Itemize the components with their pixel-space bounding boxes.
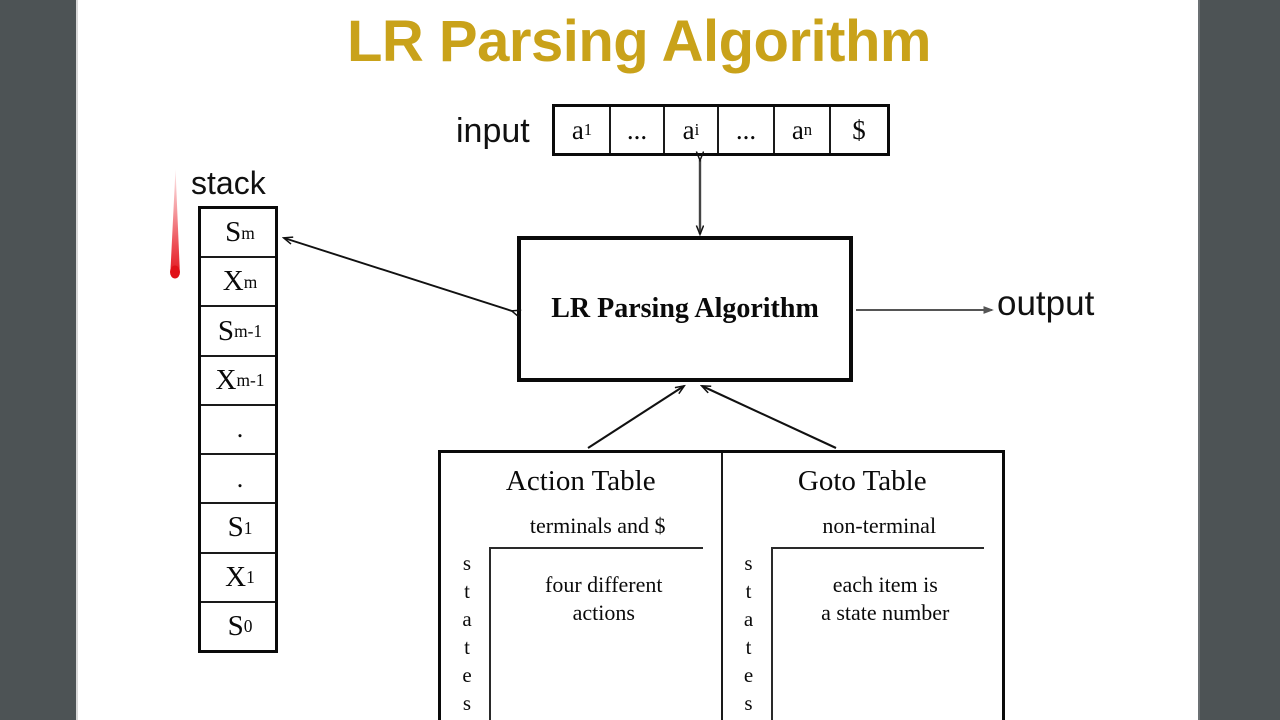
goto-table-title: Goto Table [797,465,927,497]
row-header-letter: s [744,551,753,575]
action-table-title: Action Table [505,465,656,497]
table-body-line: a state number [821,600,950,625]
letterbox-edge-left [76,0,78,720]
goto-table-body: each item is a state number [779,571,993,627]
page-title: LR Parsing Algorithm [347,9,932,74]
row-header-letter: a [743,607,754,631]
action-table-column-header: terminals and $ [529,513,666,538]
letterbox-bar-right [1200,0,1280,720]
row-header-letter: s [744,691,753,715]
row-header-letter: e [462,663,472,687]
arrow-action-table-to-parser [587,386,684,449]
stack-label: stack [191,165,266,201]
input-tape-cell: ... [719,107,775,153]
table-body-line: each item is [832,572,938,597]
output-label: output [997,284,1095,323]
arrow-stack-to-parser [284,238,512,311]
input-tape-cell: $ [852,114,866,145]
stack-cell: . [201,455,275,505]
row-header-letter: t [464,635,470,659]
arrow-goto-table-to-parser [702,386,837,449]
action-table-body: four different actions [497,571,711,627]
table-body-line: four different [545,572,663,597]
laser-pointer-icon [168,168,182,282]
row-header-letter: t [745,635,752,659]
letterbox-edge-right [1198,0,1200,720]
letterbox-bar-left [0,0,76,720]
lr-parsing-algorithm-box: LR Parsing Algorithm [517,236,853,382]
action-table-grid-rule [489,547,703,720]
row-header-letter: a [462,607,472,631]
row-header-letter: s [462,551,472,575]
stack-cell: . [201,406,275,456]
row-header-letter: t [745,579,752,603]
row-header-letter: t [464,579,470,603]
row-header-letter: e [743,663,754,687]
lr-parsing-algorithm-label: LR Parsing Algorithm [551,293,819,324]
goto-table-column-header: non-terminal [822,513,937,538]
table-body-line: actions [572,600,635,625]
input-tape-cell: ... [611,107,665,153]
row-header-letter: s [462,691,472,715]
goto-table-grid-rule [770,547,984,720]
input-label: input [456,112,530,150]
